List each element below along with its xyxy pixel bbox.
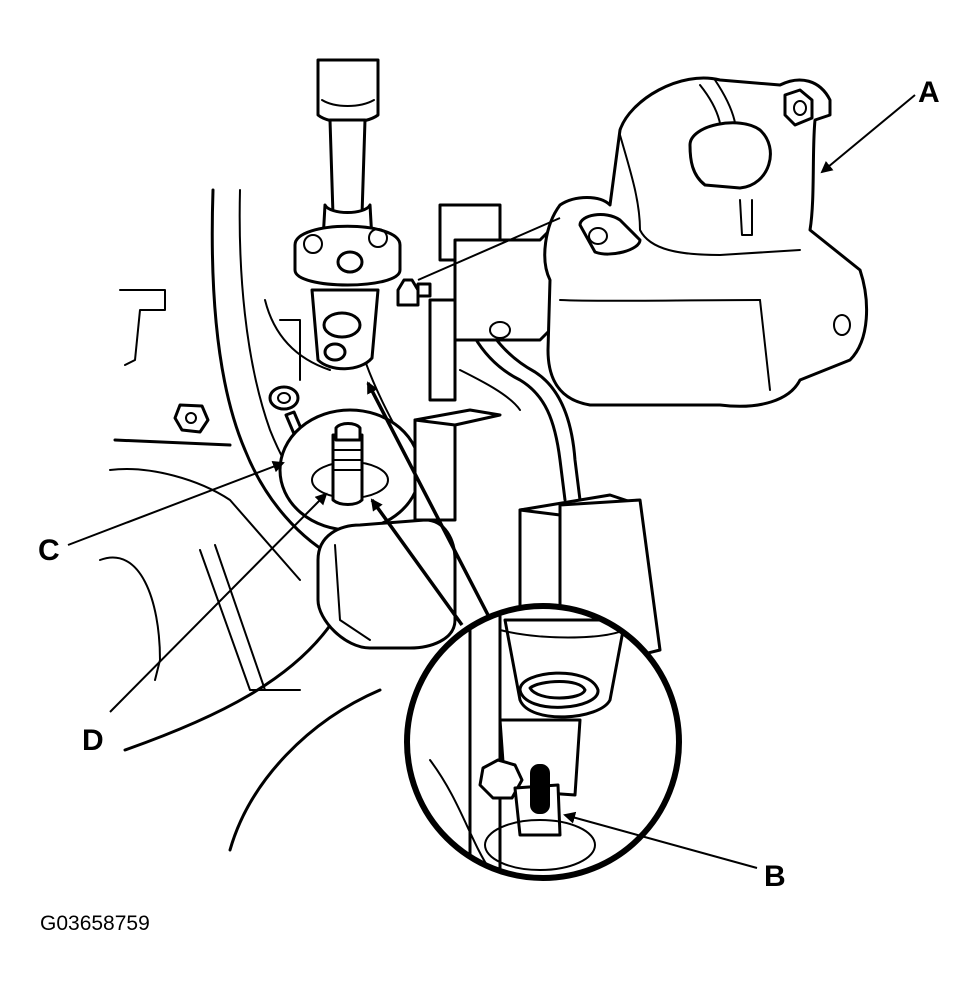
pinion-shaft: [278, 408, 422, 532]
steering-column-shaft: [316, 58, 380, 242]
flange-bolt: [173, 403, 210, 434]
callout-label-a: A: [918, 76, 940, 109]
leader-lines: [67, 94, 916, 869]
callout-label-d: D: [82, 724, 104, 757]
pedal-bracket: [428, 203, 582, 502]
callout-label-b: B: [764, 860, 786, 893]
universal-joint: [293, 224, 402, 371]
dust-boot: [316, 518, 457, 650]
floor-panel: [99, 289, 382, 852]
joint-cover: [543, 76, 869, 408]
figure-code: G03658759: [40, 912, 150, 935]
callout-label-c: C: [38, 534, 60, 567]
detail-view: [404, 603, 682, 881]
flange-nut: [396, 278, 432, 307]
